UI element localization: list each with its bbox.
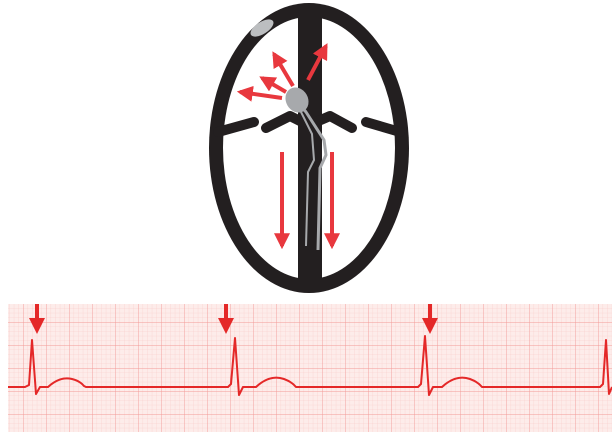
- ecg-grid: [8, 304, 612, 432]
- ecg-strip: [8, 304, 612, 432]
- heart-with-pacemaker-lead-icon: [209, 3, 409, 293]
